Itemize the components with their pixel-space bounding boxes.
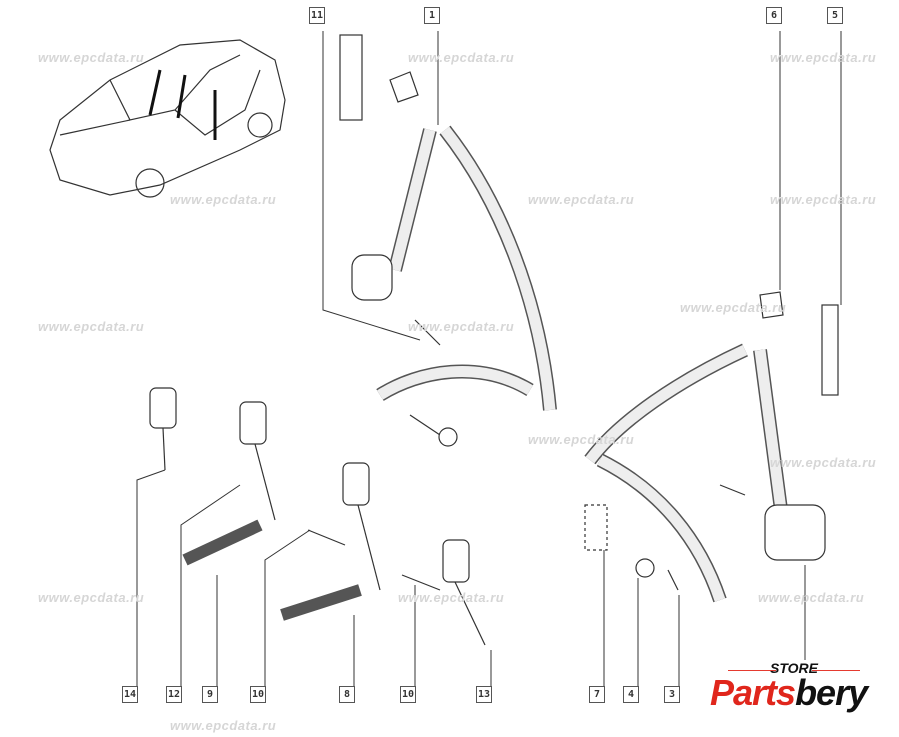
callout-5[interactable]: 5	[827, 7, 843, 24]
watermark: www.epcdata.ru	[680, 300, 787, 315]
partsbery-logo: STORE Partsbery	[706, 660, 882, 716]
callout-8[interactable]: 8	[339, 686, 355, 703]
logo-store-text: STORE	[706, 660, 882, 676]
watermark: www.epcdata.ru	[770, 455, 877, 470]
callout-10[interactable]: 10	[250, 686, 266, 703]
callout-3[interactable]: 3	[664, 686, 680, 703]
callout-12[interactable]: 12	[166, 686, 182, 703]
callout-6[interactable]: 6	[766, 7, 782, 24]
rear-seat-belt	[584, 291, 839, 603]
callout-11[interactable]: 11	[309, 7, 325, 24]
watermark: www.epcdata.ru	[770, 192, 877, 207]
watermark: www.epcdata.ru	[408, 319, 515, 334]
callout-7[interactable]: 7	[589, 686, 605, 703]
watermark: www.epcdata.ru	[528, 432, 635, 447]
logo-brand-red: Parts	[710, 672, 796, 713]
callout-13[interactable]: 13	[476, 686, 492, 703]
watermark: www.epcdata.ru	[38, 50, 145, 65]
watermark: www.epcdata.ru	[758, 590, 865, 605]
car-thumbnail	[49, 39, 286, 198]
callout-10[interactable]: 10	[400, 686, 416, 703]
callout-1[interactable]: 1	[424, 7, 440, 24]
watermark: www.epcdata.ru	[170, 192, 277, 207]
logo-brand-black: bery	[795, 672, 868, 713]
buckles	[149, 387, 486, 646]
watermark: www.epcdata.ru	[398, 590, 505, 605]
watermark: www.epcdata.ru	[38, 590, 145, 605]
watermark: www.epcdata.ru	[38, 319, 145, 334]
watermark: www.epcdata.ru	[408, 50, 515, 65]
callout-14[interactable]: 14	[122, 686, 138, 703]
logo-brand: Partsbery	[710, 672, 868, 714]
watermark: www.epcdata.ru	[170, 718, 277, 733]
watermark: www.epcdata.ru	[528, 192, 635, 207]
callout-9[interactable]: 9	[202, 686, 218, 703]
callout-4[interactable]: 4	[623, 686, 639, 703]
front-seat-belt	[339, 34, 557, 447]
watermark: www.epcdata.ru	[770, 50, 877, 65]
